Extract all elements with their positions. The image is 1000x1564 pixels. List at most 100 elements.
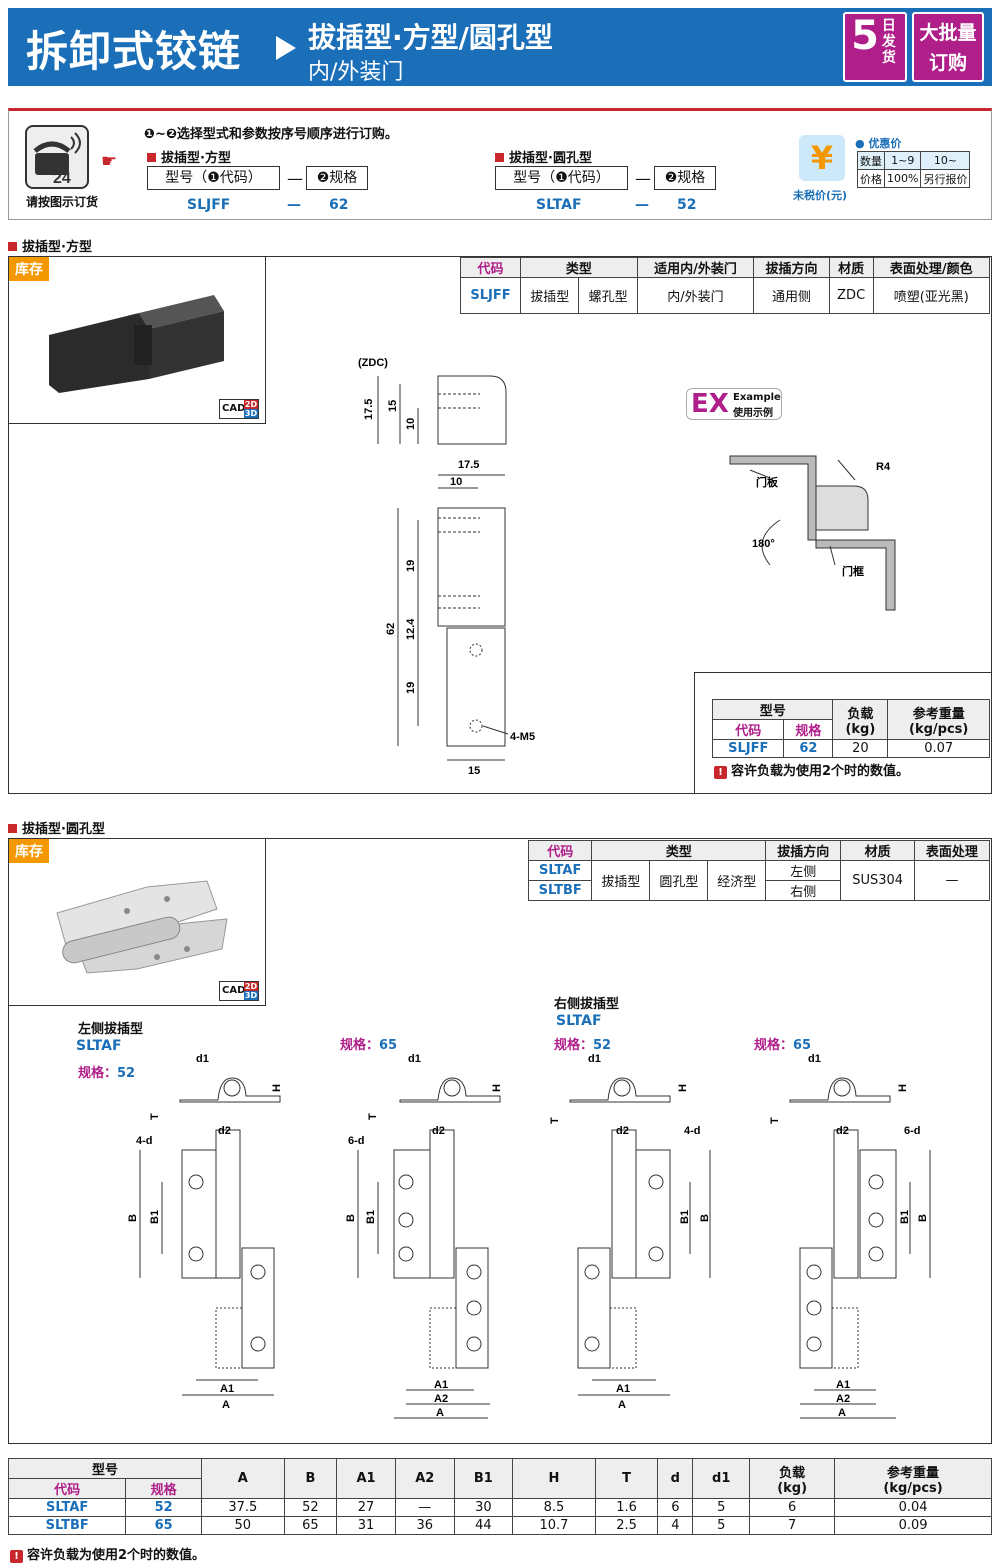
- svg-text:A: A: [838, 1407, 846, 1419]
- order-left-title: 拔插型·方型: [147, 147, 231, 166]
- svg-text:4-d: 4-d: [684, 1125, 701, 1137]
- round-hinge-drawings: d1 d2 H T 4-d B B1 A1A d1 d2 H T 6-d B B1 A1A2…: [127, 1053, 931, 1419]
- spec-box-left: ❷规格: [306, 166, 368, 190]
- svg-text:d2: d2: [218, 1125, 231, 1137]
- svg-text:A2: A2: [434, 1393, 448, 1405]
- dash: —: [635, 169, 651, 188]
- svg-text:10: 10: [405, 418, 417, 430]
- svg-text:R4: R4: [876, 461, 891, 473]
- left-code: SLJFF: [187, 197, 231, 213]
- square-hinge-photo: [49, 295, 224, 393]
- svg-text:门框: 门框: [842, 564, 864, 578]
- order-instruction: ❶~❷选择型式和参数按序号顺序进行订购。: [144, 127, 398, 142]
- svg-text:180°: 180°: [752, 538, 775, 550]
- dash: —: [287, 169, 303, 188]
- svg-text:T: T: [549, 1117, 561, 1124]
- svg-text:B1: B1: [365, 1210, 377, 1224]
- hand-pointer-icon: ☛: [101, 151, 118, 172]
- svg-text:T: T: [149, 1113, 161, 1120]
- dash: —: [287, 197, 301, 213]
- svg-text:B1: B1: [149, 1210, 161, 1224]
- svg-text:A1: A1: [616, 1383, 630, 1395]
- svg-text:d1: d1: [808, 1053, 821, 1065]
- right-spec-52: 规格：52: [554, 1038, 612, 1053]
- left-spec: 62: [329, 197, 349, 213]
- right-spec-65: 规格：65: [754, 1038, 812, 1053]
- svg-text:(ZDC): (ZDC): [358, 357, 388, 369]
- svg-text:19: 19: [405, 560, 417, 572]
- svg-text:B1: B1: [679, 1210, 691, 1224]
- section1-title: 拔插型·方型: [8, 236, 92, 255]
- svg-text:17.5: 17.5: [363, 399, 375, 420]
- left-code: SLTAF: [76, 1038, 122, 1054]
- section1-note: !容许负载为使用2个时的数值。: [714, 760, 909, 779]
- usage-example-drawing: R4 门板 180° 门框: [729, 455, 896, 611]
- svg-text:H: H: [491, 1084, 503, 1092]
- svg-text:B: B: [345, 1214, 357, 1222]
- phone-label: 请按图示订货: [25, 195, 98, 209]
- round-hinge-photo: [56, 880, 228, 974]
- svg-text:12.4: 12.4: [405, 618, 417, 640]
- page-title: 拆卸式铰链: [26, 27, 242, 76]
- right-type-title: 右侧拔插型: [554, 997, 620, 1012]
- svg-text:62: 62: [385, 623, 397, 635]
- svg-text:A: A: [618, 1399, 626, 1411]
- svg-text:门板: 门板: [756, 475, 779, 489]
- section1-frame: [8, 256, 992, 794]
- section2-title: 拔插型·圆孔型: [8, 818, 105, 837]
- svg-text:B: B: [917, 1214, 929, 1222]
- svg-text:24: 24: [53, 170, 71, 187]
- svg-text:d1: d1: [196, 1053, 209, 1065]
- svg-text:15: 15: [387, 400, 399, 412]
- svg-text:15: 15: [468, 765, 480, 777]
- svg-text:6-d: 6-d: [348, 1135, 365, 1147]
- left-type-title: 左侧拔插型: [78, 1022, 144, 1037]
- order-box: 24 ☛ 请按图示订货 ❶~❷选择型式和参数按序号顺序进行订购。 拔插型·方型 …: [8, 108, 992, 220]
- page-subtitle-2: 内/外装门: [308, 60, 404, 85]
- svg-text:6-d: 6-d: [904, 1125, 921, 1137]
- right-code: SLTAF: [536, 197, 582, 213]
- svg-text:d2: d2: [616, 1125, 629, 1137]
- price-label: 未税价(元): [793, 189, 848, 202]
- svg-text:B1: B1: [899, 1210, 911, 1224]
- left-spec-65: 规格：65: [340, 1038, 398, 1053]
- arrow-icon: [276, 36, 296, 60]
- svg-text:4-d: 4-d: [136, 1135, 153, 1147]
- svg-text:B: B: [699, 1214, 711, 1222]
- spec-box-right: ❷规格: [654, 166, 716, 190]
- svg-text:H: H: [677, 1084, 689, 1092]
- stock-badge: 库存: [9, 839, 49, 863]
- svg-text:T: T: [367, 1113, 379, 1120]
- section2-frame: [8, 838, 992, 1444]
- example-badge: EX Example 使用示例: [686, 388, 782, 420]
- square-hinge-drawing: (ZDC) 17.5 15 10 17.5 10 19 62 12.4 19 4…: [358, 357, 535, 777]
- yen-icon: ¥: [799, 135, 845, 181]
- model-box-left: 型号（❶代码）: [147, 166, 280, 190]
- svg-text:H: H: [897, 1084, 909, 1092]
- svg-text:d1: d1: [588, 1053, 601, 1065]
- svg-text:19: 19: [405, 682, 417, 694]
- svg-text:10: 10: [450, 476, 462, 488]
- right-spec: 52: [677, 197, 697, 213]
- right-code: SLTAF: [556, 1013, 602, 1029]
- svg-text:d2: d2: [432, 1125, 445, 1137]
- svg-text:A: A: [436, 1407, 444, 1419]
- svg-text:d2: d2: [836, 1125, 849, 1137]
- dash: —: [635, 197, 649, 213]
- bottom-note: !容许负载为使用2个时的数值。: [10, 1544, 205, 1563]
- order-right-title: 拔插型·圆孔型: [495, 147, 592, 166]
- svg-text:A1: A1: [836, 1379, 850, 1391]
- svg-text:A: A: [222, 1399, 230, 1411]
- stock-badge: 库存: [9, 257, 49, 281]
- svg-text:A1: A1: [220, 1383, 234, 1395]
- svg-text:17.5: 17.5: [458, 459, 479, 471]
